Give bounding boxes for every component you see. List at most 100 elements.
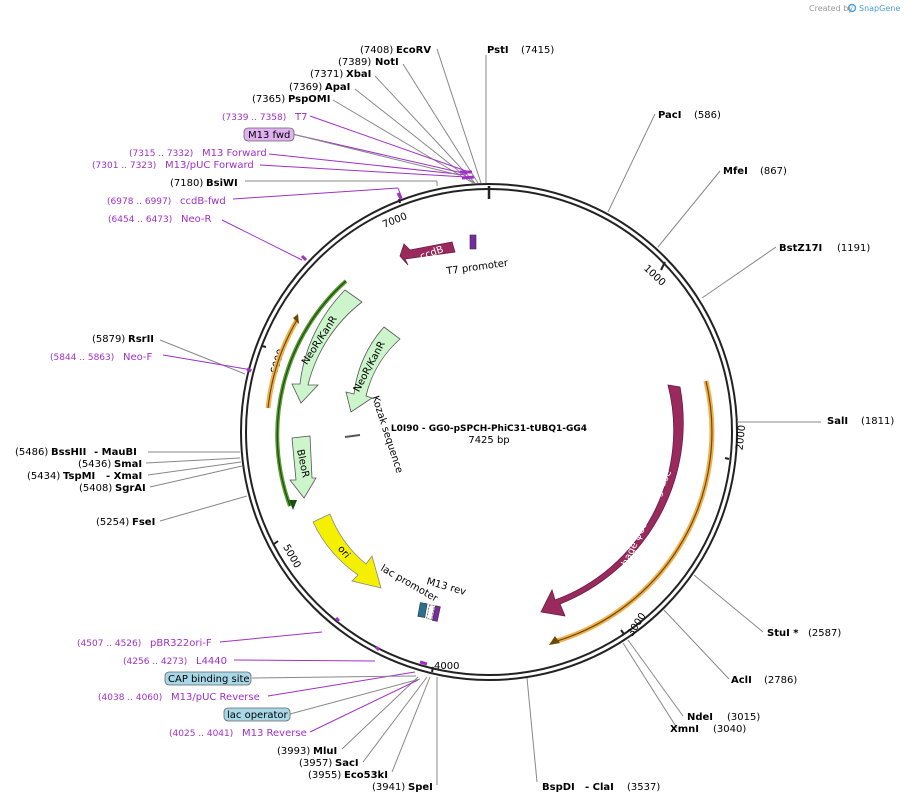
m13fwd-box-label: M13 fwd (248, 130, 290, 141)
cap-box[interactable] (164, 671, 252, 686)
primer-pos: (6454 .. 6473) (108, 215, 172, 225)
enzyme-pos: (7408) (360, 45, 393, 56)
enzyme-bsiwi[interactable]: BsiWI (206, 178, 238, 189)
enzyme-tspmi[interactable]: TspMI (63, 471, 95, 482)
enzyme-xmni[interactable]: XmnI (670, 724, 699, 735)
ori-arrow[interactable] (312, 513, 382, 589)
enzyme-clai[interactable]: - ClaI (585, 782, 614, 793)
primer-m13puc-reverse[interactable]: M13/pUC Reverse (171, 692, 260, 703)
enzyme-spei[interactable]: SpeI (408, 782, 433, 793)
enzyme-apai[interactable]: ApaI (325, 82, 350, 93)
enzyme-fsei[interactable]: FseI (132, 517, 155, 528)
enzyme-pos: (7365) (252, 94, 285, 105)
kozak-marker (344, 434, 361, 438)
enzyme-pos: (5408) (79, 483, 112, 494)
enzyme-mlui[interactable]: MluI (313, 746, 337, 757)
enzyme-stui[interactable]: StuI * (767, 628, 799, 639)
enzyme-mfei[interactable]: MfeI (723, 166, 748, 177)
enzyme-eco53ki[interactable]: Eco53kI (344, 770, 388, 781)
primer-t7[interactable]: T7 (294, 112, 307, 123)
enzyme-xbai[interactable]: XbaI (346, 69, 371, 80)
enzyme-pspomi[interactable]: PspOMI (288, 94, 330, 105)
tick-mark (620, 629, 625, 635)
enzyme-paci[interactable]: PacI (658, 110, 681, 121)
primer-pos: (4025 .. 4041) (169, 729, 233, 739)
primer-pos: (4256 .. 4273) (123, 657, 187, 667)
enzyme-pos: (2786) (764, 675, 797, 686)
tick-mark (724, 457, 730, 460)
primer-pos: (6978 .. 6997) (107, 197, 171, 207)
enzyme-maubi[interactable]: - MauBI (94, 447, 137, 458)
m13fwd-box[interactable] (243, 127, 295, 142)
kozak-label: Kozak sequence (369, 395, 404, 475)
primer-m13-forward[interactable]: M13 Forward (202, 148, 267, 159)
enzyme-pos: (5254) (96, 517, 129, 528)
green-arrowhead (289, 500, 297, 510)
enzyme-smai[interactable]: SmaI (114, 459, 142, 470)
primer-l4440[interactable]: L4440 (196, 656, 227, 667)
primer-m13-reverse[interactable]: M13 Reverse (242, 728, 307, 739)
ccdb-label: ccdB (419, 244, 446, 263)
lac-operator-marker (417, 602, 428, 618)
enzyme-pos: (5434) (27, 471, 60, 482)
enzyme-pos: (2587) (808, 628, 841, 639)
enzyme-sali[interactable]: SalI (827, 416, 848, 427)
primer-markers (246, 170, 475, 666)
enzyme-acli[interactable]: AclI (731, 675, 752, 686)
t7-promoter-marker (469, 234, 477, 250)
ccdb-arrow[interactable] (399, 241, 456, 266)
enzyme-pos: (1811) (861, 416, 894, 427)
enzyme-psti[interactable]: PstI (487, 45, 509, 56)
enzyme-pos: (3015) (727, 712, 760, 723)
enzyme-pos: (7371) (310, 69, 343, 80)
enzyme-bstz17i[interactable]: BstZ17I (779, 243, 822, 254)
orange-arrowhead-right (549, 636, 560, 645)
integrase-arrow[interactable] (540, 384, 684, 617)
primer-ccdb-fwd[interactable]: ccdB-fwd (180, 196, 226, 207)
primer-pos: (7339 .. 7358) (222, 113, 286, 123)
snapgene-logo-icon (847, 3, 857, 13)
primer-leaders (162, 115, 470, 733)
enzyme-pos: (3941) (372, 782, 405, 793)
primer-neo-r[interactable]: Neo-R (181, 214, 212, 225)
credit-text: Created by (809, 4, 853, 13)
credit-brand[interactable]: SnapGene (859, 4, 900, 13)
enzyme-ecorv[interactable]: EcoRV (396, 45, 431, 56)
enzyme-pos: (1191) (837, 243, 870, 254)
primer-pos: (7301 .. 7323) (92, 161, 156, 171)
enzyme-pos: (5436) (78, 459, 111, 470)
primer-pos: (5844 .. 5863) (50, 353, 114, 363)
enzyme-labels: (7408) EcoRV PstI (7415) (7389) NotI (73… (15, 45, 894, 793)
orange-arc-right (556, 380, 715, 644)
tick-label-2000: 2000 (735, 424, 749, 450)
tick-label-7000: 7000 (381, 211, 409, 231)
enzyme-saci[interactable]: SacI (335, 758, 359, 769)
t7-promoter-label: T7 promoter (445, 258, 510, 278)
enzyme-pos: (3957) (299, 758, 332, 769)
bleor-arrow[interactable] (289, 435, 317, 499)
enzyme-sgrai[interactable]: SgrAI (115, 483, 146, 494)
neo-inner-arrow[interactable] (345, 326, 401, 413)
tick-mark (398, 198, 401, 204)
enzyme-rsrii[interactable]: RsrII (128, 334, 154, 345)
enzyme-bspdi[interactable]: BspDI (542, 782, 575, 793)
green-arc-core (276, 280, 347, 507)
primer-pos: (4507 .. 4526) (77, 639, 141, 649)
neo-outer-arrow[interactable] (291, 289, 363, 404)
enzyme-noti[interactable]: NotI (375, 57, 399, 68)
m13rev-marker (432, 605, 441, 622)
primer-m13puc-forward[interactable]: M13/pUC Forward (165, 160, 254, 171)
enzyme-bsshii[interactable]: BssHII (51, 447, 86, 458)
enzyme-pos: (7389) (338, 57, 371, 68)
enzyme-pos: (3993) (277, 746, 310, 757)
primer-neo-f[interactable]: Neo-F (123, 352, 153, 363)
orange-arc-left-core (267, 319, 298, 409)
primer-pbr322ori-f[interactable]: pBR322ori-F (150, 638, 212, 649)
enzyme-pos: (7180) (170, 178, 203, 189)
tick-mark (261, 345, 267, 348)
enzyme-xmai[interactable]: - XmaI (106, 471, 142, 482)
lacop-box[interactable] (223, 707, 291, 722)
enzyme-pos: (867) (760, 166, 787, 177)
backbone-outer (240, 183, 738, 681)
enzyme-ndei[interactable]: NdeI (687, 712, 713, 723)
